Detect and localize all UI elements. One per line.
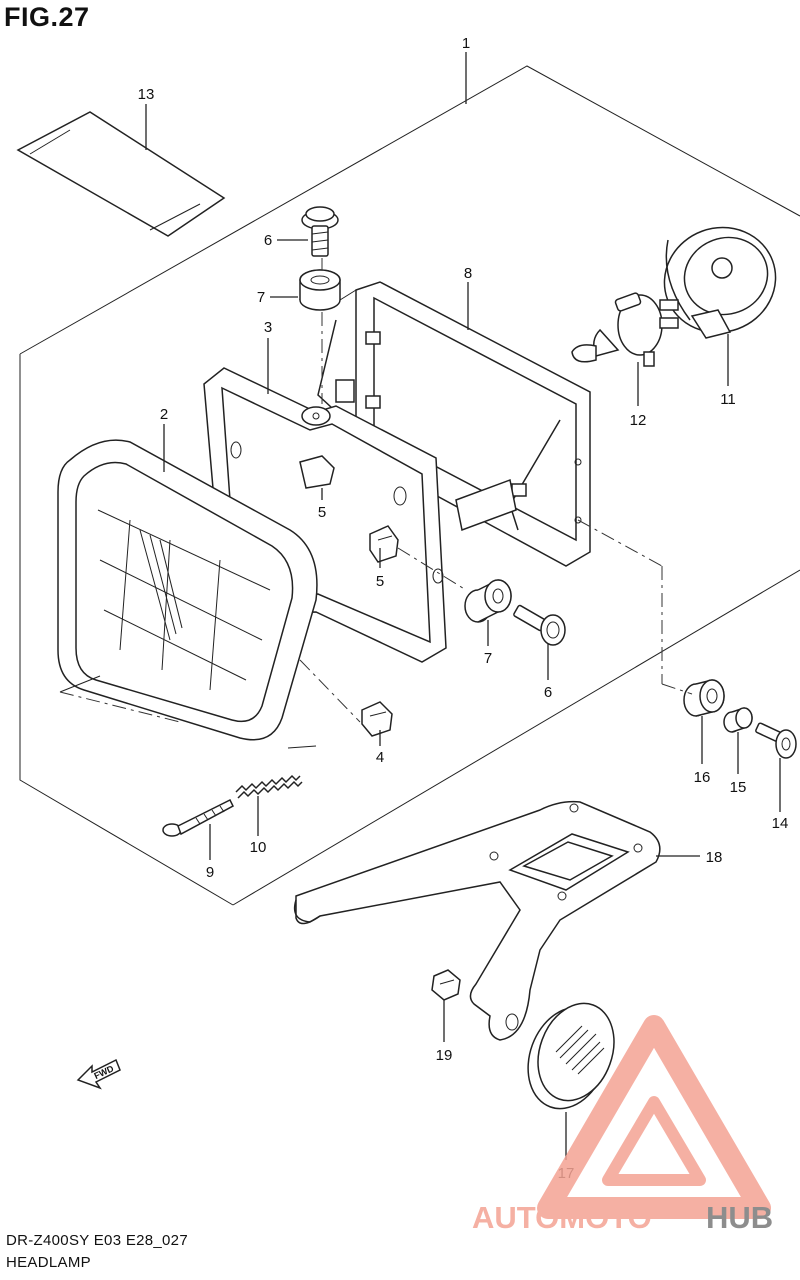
part-12-bulb [571,292,679,367]
part-6-screw-top [301,206,339,257]
callout-14: 14 [772,815,789,832]
part-10-spring [235,774,303,799]
part-7-grommet-top [299,269,341,311]
part-16-grommet [683,679,725,717]
callout-7b: 7 [484,650,492,667]
figure-description: HEADLAMP [6,1254,91,1271]
callout-12: 12 [630,412,647,429]
callout-1: 1 [462,35,470,52]
callout-18: 18 [706,849,723,866]
callout-19: 19 [436,1047,453,1064]
part-6-screw-lower [513,604,566,646]
fwd-arrow-icon: FWD [76,1058,121,1090]
callout-16: 16 [694,769,711,786]
callout-3: 3 [264,319,272,336]
callout-10: 10 [250,839,267,856]
part-19-nut [431,969,461,1001]
callout-8: 8 [464,265,472,282]
figure-title: FIG.27 [4,2,90,32]
part-14-bolt [755,722,797,759]
watermark-logo: AUTOMOTO HUB [472,1015,773,1235]
part-7-grommet-lower [464,579,512,623]
part-9-adjusting-screw [162,798,234,837]
callout-9: 9 [206,864,214,881]
part-2-headlamp-lens [57,439,318,749]
callout-4: 4 [376,749,384,766]
callout-6b: 6 [544,684,552,701]
callout-2: 2 [160,406,168,423]
leader-lines [145,52,781,1160]
callout-15: 15 [730,779,747,796]
model-code: DR-Z400SY E03 E28_027 [6,1232,188,1249]
callout-6a: 6 [264,232,272,249]
callout-11: 11 [720,391,736,408]
part-11-socket-cover [663,226,777,339]
callout-5b: 5 [376,573,384,590]
watermark-text-secondary: HUB [706,1200,773,1235]
part-18-bracket [293,800,661,1041]
callout-5a: 5 [318,504,326,521]
callout-13: 13 [138,86,155,103]
part-15-collar [723,707,753,733]
assembly-outline [19,65,800,906]
watermark-triangle-icon [537,1015,771,1219]
part-13-label-sheet [16,111,226,237]
part-17-reflector [527,1002,615,1110]
callout-7a: 7 [257,289,265,306]
watermark-text-primary: AUTOMOTO [472,1200,652,1235]
part-5-nut-middle [369,525,399,563]
part-4-nut [361,701,393,737]
